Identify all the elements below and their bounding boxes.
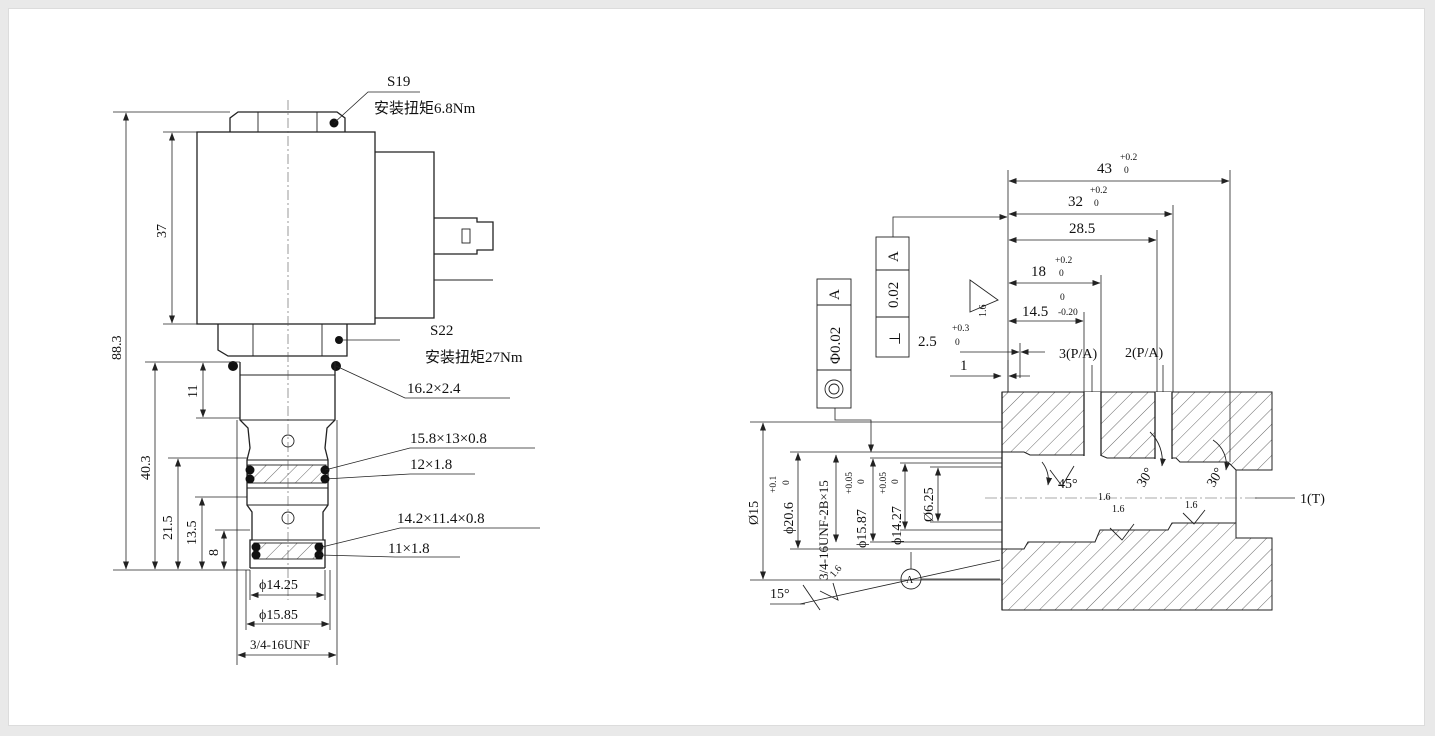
angle-30-a: 30° xyxy=(1134,466,1157,490)
cartridge-body xyxy=(239,362,336,569)
dim-32: 32 xyxy=(1068,194,1083,210)
valve-side-view xyxy=(113,91,540,665)
oring-4-label: 14.2×11.4×0.8 xyxy=(397,511,485,527)
dia-15-85: ϕ15.85 xyxy=(259,608,298,623)
angle-15: 15° xyxy=(770,587,790,602)
angle-30-b: 30° xyxy=(1204,466,1227,490)
tol-20-6-lower: 0 xyxy=(782,480,792,485)
port-2-label: 2(P/A) xyxy=(1125,346,1163,361)
tol-32-lower: 0 xyxy=(1094,199,1099,209)
thread-bore: 3/4-16UNF-2B×15 xyxy=(816,480,831,580)
dim-18: 18 xyxy=(1031,264,1046,280)
tol-15-87-lower: 0 xyxy=(857,479,867,484)
tol-14-5-upper: 0 xyxy=(1060,293,1065,303)
top-nut xyxy=(229,111,346,132)
dim-11: 11 xyxy=(186,385,201,398)
dia-20-6: ϕ20.6 xyxy=(782,502,797,534)
dim-28-5: 28.5 xyxy=(1069,221,1095,237)
gdt-coaxiality-frame xyxy=(816,278,852,409)
roughness-symbol-top xyxy=(969,279,999,313)
coax-datum: A xyxy=(827,289,843,300)
dim-40-3: 40.3 xyxy=(139,456,154,481)
oring-2-label: 15.8×13×0.8 xyxy=(410,431,487,447)
perp-tolerance: 0.02 xyxy=(886,282,902,308)
perp-symbol: ⊥ xyxy=(888,332,904,345)
roughness-2: 1.6 xyxy=(1112,504,1125,515)
nut-top-label: S19 xyxy=(387,74,410,90)
gdt-perpendicularity-frame xyxy=(875,236,910,358)
cavity-section-view xyxy=(750,170,1295,611)
perp-datum: A xyxy=(886,251,902,262)
coil-body xyxy=(196,131,376,325)
oring-1-label: 16.2×2.4 xyxy=(407,381,461,397)
roughness-1: 1.6 xyxy=(1098,492,1111,503)
cavity-hatched-block xyxy=(1001,391,1273,611)
bottom-nut xyxy=(217,324,348,357)
dim-8: 8 xyxy=(207,549,222,556)
dim-21-5: 21.5 xyxy=(161,516,176,541)
dim-13-5: 13.5 xyxy=(185,521,200,546)
tol-2-5-lower: 0 xyxy=(955,338,960,348)
tol-2-5-upper: +0.3 xyxy=(952,324,969,334)
dia-15-87: ϕ15.87 xyxy=(855,509,870,548)
dia-15: Ø15 xyxy=(747,501,762,525)
tol-14-5-lower: -0.20 xyxy=(1058,308,1078,318)
coil-connector xyxy=(375,151,494,319)
roughness-3: 1.6 xyxy=(1185,500,1198,511)
tol-15-87-upper: +0.05 xyxy=(845,472,855,494)
tol-18-upper: +0.2 xyxy=(1055,256,1072,266)
coaxiality-icon xyxy=(824,379,844,399)
dia-14-27: ϕ14.27 xyxy=(890,506,905,545)
angle-45: 45° xyxy=(1058,477,1078,492)
port-1-label: 1(T) xyxy=(1300,492,1325,507)
tol-20-6-upper: +0.1 xyxy=(769,476,779,493)
dim-14-5: 14.5 xyxy=(1022,304,1048,320)
oring-5-label: 11×1.8 xyxy=(388,541,430,557)
tol-18-lower: 0 xyxy=(1059,269,1064,279)
port-3-label: 3(P/A) xyxy=(1059,347,1097,362)
nut-top-torque: 安装扭矩6.8Nm xyxy=(374,100,476,117)
dim-1: 1 xyxy=(960,358,968,374)
dim-total-height: 88.3 xyxy=(110,336,125,361)
tol-43-lower: 0 xyxy=(1124,166,1129,176)
datum-a-label: A xyxy=(906,575,914,586)
dia-6-25: Ø6.25 xyxy=(922,487,937,522)
dim-2-5: 2.5 xyxy=(918,334,937,350)
tol-32-upper: +0.2 xyxy=(1090,186,1107,196)
thread-spec: 3/4-16UNF xyxy=(250,637,310,652)
nut-bottom-torque: 安装扭矩27Nm xyxy=(425,349,523,366)
dia-14-25: ϕ14.25 xyxy=(259,578,298,593)
dim-coil-height: 37 xyxy=(155,224,170,238)
nut-bottom-label: S22 xyxy=(430,323,453,339)
dim-43: 43 xyxy=(1097,161,1112,177)
tol-43-upper: +0.2 xyxy=(1120,153,1137,163)
tol-14-27-upper: +0.05 xyxy=(879,472,889,494)
coax-tolerance: Φ0.02 xyxy=(828,327,844,364)
roughness-top: 1.6 xyxy=(978,305,989,318)
oring-3-label: 12×1.8 xyxy=(410,457,452,473)
tol-14-27-lower: 0 xyxy=(891,479,901,484)
